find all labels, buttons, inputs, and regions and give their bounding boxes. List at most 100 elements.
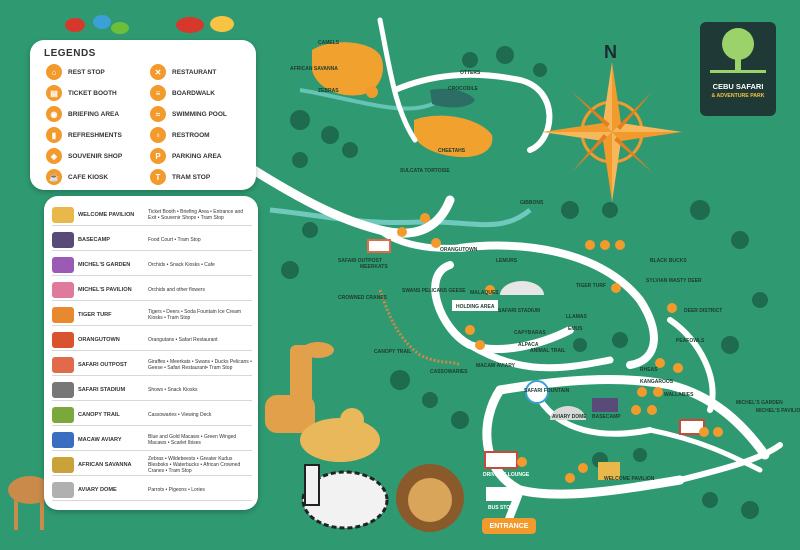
safari-fountain-icon — [525, 380, 549, 404]
logo-subtitle: & ADVENTURE PARK — [711, 93, 765, 99]
tree-logo-icon — [710, 28, 766, 73]
attraction-name: MICHEL'S GARDEN — [78, 261, 131, 268]
map-label: AVIARY DOME — [552, 414, 587, 420]
cheetah-zone — [414, 115, 493, 158]
map-label: PEAFOWLS — [676, 338, 705, 344]
attraction-row[interactable]: SAFARI OUTPOST Giraffes • Meerkats • Swan… — [52, 354, 252, 376]
park-logo: CEBU SAFARI & ADVENTURE PARK — [700, 22, 776, 116]
holding-area-building — [452, 300, 498, 311]
map-label: MICHEL'S GARDEN — [736, 400, 783, 406]
attraction-icon — [52, 256, 74, 273]
map-label: LEMURS — [496, 258, 518, 264]
legend-item: ≈SWIMMING POOL — [150, 106, 227, 122]
attraction-icon — [52, 431, 74, 448]
map-label: SULCATA TORTOISE — [400, 168, 450, 174]
legend-item-label: RESTAURANT — [172, 68, 217, 76]
entrance-sign[interactable]: ENTRANCE — [482, 518, 536, 534]
map-label: BASECAMP — [592, 414, 621, 420]
attraction-description: Giraffes • Meerkats • Swans • Ducks Peli… — [148, 358, 252, 371]
legend-item-label: SOUVENIR SHOP — [68, 152, 123, 160]
map-label: CANOPY TRAIL — [374, 349, 412, 355]
attraction-description: Ticket Booth • Briefing Area • Entrance … — [148, 208, 244, 221]
map-label: SWANS PELICANS GEESE — [402, 288, 466, 294]
map-label: ANIMAL TRAIL — [530, 348, 566, 354]
attraction-name: MACAW AVIARY — [78, 436, 122, 443]
legend-item: ♀RESTROOM — [150, 127, 210, 143]
map-label: CROWNED CRANES — [338, 295, 387, 301]
logo-title: CEBU SAFARI — [712, 82, 764, 91]
cheetah-figure — [300, 408, 380, 462]
welcome-pavilion-building — [598, 462, 620, 480]
bus-icon — [486, 487, 520, 501]
attraction-icon — [52, 456, 74, 473]
boardwalk-icon: ≡ — [150, 85, 166, 101]
crocodile-pond — [430, 88, 475, 108]
map-label: SYLVIAN WASTY DEER — [646, 278, 702, 284]
parking-area-icon: P — [150, 148, 166, 164]
compass-north-label: N — [604, 42, 617, 62]
attraction-icon — [52, 281, 74, 298]
legend-item: ☕ CAFE KIOSK — [46, 169, 108, 185]
legend-item-label: BRIEFING AREA — [68, 110, 120, 118]
map-label: WALLABIES — [664, 392, 694, 398]
attraction-description: Tigers • Deers • Soda Fountain Ice Cream… — [148, 308, 242, 321]
map-label: CAPYBARAS — [514, 330, 546, 336]
cafe-kiosk-icon: ☕ — [46, 169, 62, 185]
attraction-description: Cassowaries • Viewing Deck — [148, 411, 212, 418]
refreshments-icon: ▮ — [46, 127, 62, 143]
attraction-description: Zebras • Wildebeests • Greater Kudus Ble… — [148, 455, 241, 474]
map-label: CROCODILE — [448, 86, 478, 92]
map-label: SAFARI OUTPOST — [338, 258, 382, 264]
legend-panel: LEGENDS ⌂REST STOP✕RESTAURANT▤TICKET BOO… — [30, 40, 256, 190]
legend-item: P PARKING AREA — [150, 148, 221, 164]
map-label: SAFARI STADIUM — [498, 308, 541, 314]
legend-item: ⌂REST STOP — [46, 64, 105, 80]
attraction-row[interactable]: AFRICAN SAVANNA Zebras • Wildebeests • Gr… — [52, 454, 252, 476]
map-label: BUS STOP — [488, 505, 514, 511]
legend-item-label: PARKING AREA — [172, 152, 222, 160]
aviary-dome-building — [550, 406, 586, 420]
souvenir-shop-icon: ◈ — [46, 148, 62, 164]
attraction-name: AFRICAN SAVANNA — [78, 461, 132, 468]
attraction-icon — [52, 331, 74, 348]
attraction-name: BASECAMP — [78, 236, 111, 243]
attraction-name: CANOPY TRAIL — [78, 411, 120, 418]
safari-stadium-building — [500, 281, 544, 295]
map-label: MALAQUES — [470, 290, 499, 296]
zebra-figure — [301, 464, 389, 530]
legend-item: ✕RESTAURANT — [150, 64, 216, 80]
map-label: ORANGUTOWN — [440, 247, 478, 253]
map-label: CHEETAHS — [438, 148, 466, 154]
map-label: SAFARI FOUNTAIN — [524, 388, 570, 394]
attraction-description: Orchids and other flowers — [148, 286, 205, 293]
legend-item-label: CAFE KIOSK — [68, 173, 109, 181]
drivers-lounge-building — [484, 451, 518, 469]
rest-stop-icon: ⌂ — [46, 64, 62, 80]
attraction-name: SAFARI OUTPOST — [78, 361, 128, 368]
safari-outpost-building — [367, 239, 391, 253]
legend-item-label: RESTROOM — [172, 131, 210, 139]
map-label: ZEBRAS — [318, 88, 339, 94]
map-label: DEER DISTRICT — [684, 308, 723, 314]
map-label: MICHEL'S PAVILION — [756, 408, 800, 414]
map-label: MACAW AVIARY — [476, 363, 515, 369]
giraffe-figure — [265, 342, 334, 433]
legend-title: LEGENDS — [44, 48, 96, 59]
legend-item-label: TRAM STOP — [172, 173, 211, 181]
briefing-area-icon: ◉ — [46, 106, 62, 122]
canopy-trail-path — [378, 289, 461, 367]
map-label: EMUS — [568, 326, 583, 332]
swimming-pool-icon: ≈ — [150, 106, 166, 122]
attraction-row[interactable]: CANOPY TRAIL Cassowaries • Viewing Deck — [52, 404, 252, 426]
attraction-name: AVIARY DOME — [78, 486, 117, 493]
map-label: HOLDING AREA — [456, 304, 495, 310]
